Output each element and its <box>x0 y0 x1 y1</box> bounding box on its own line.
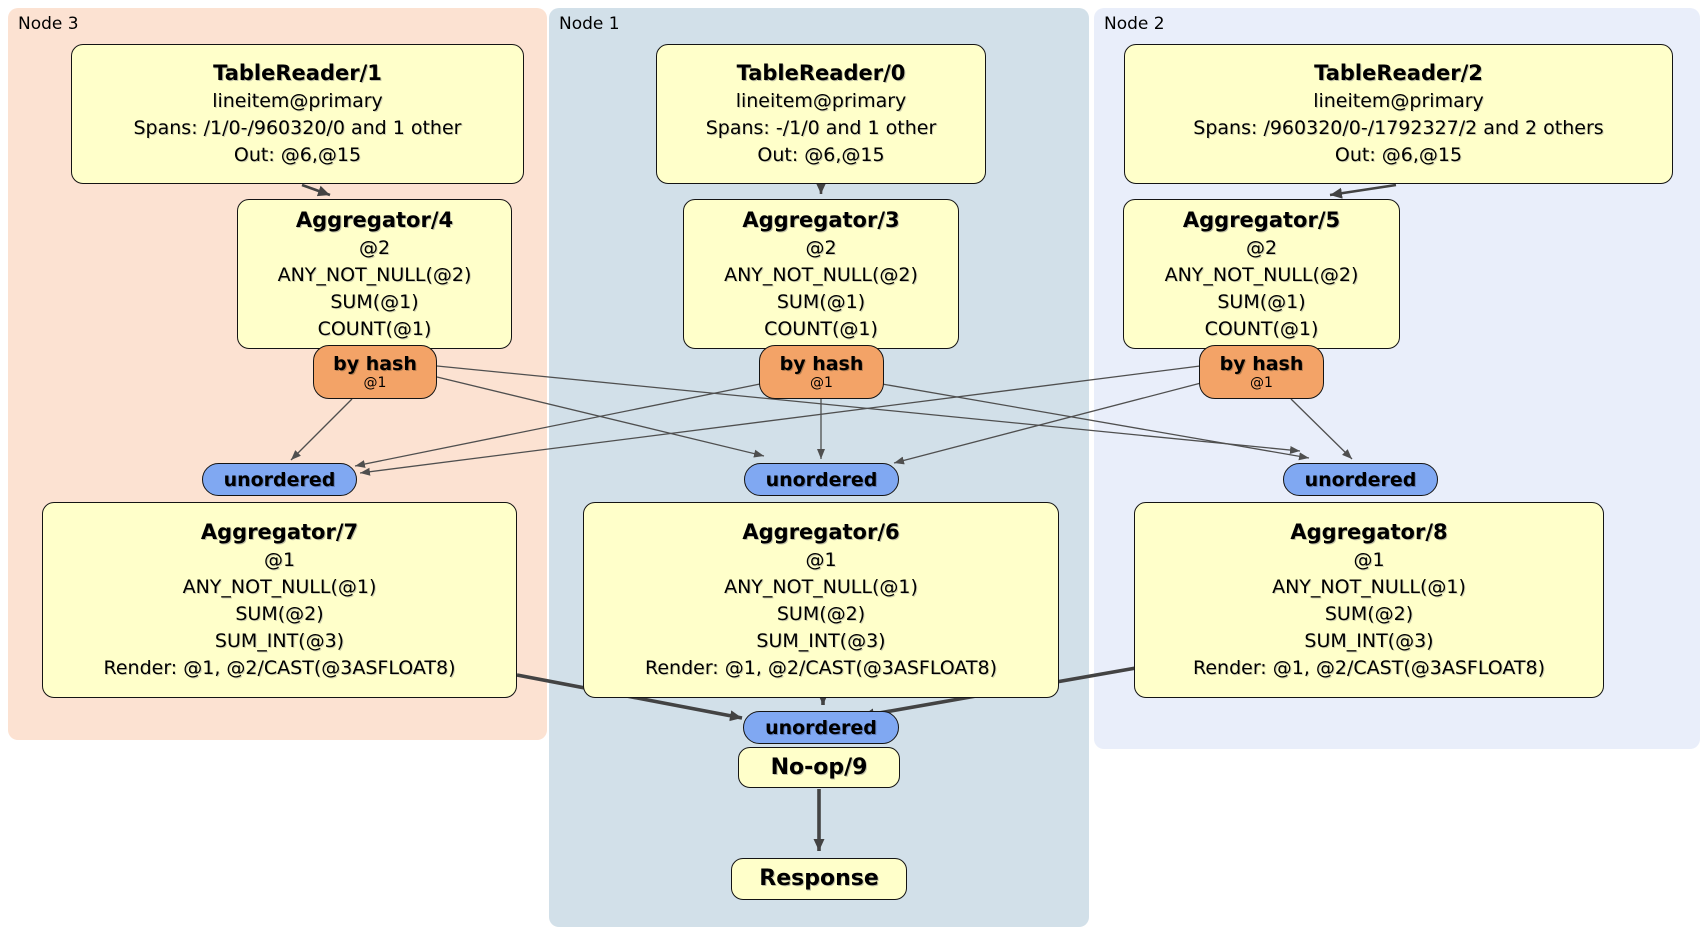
processor-aggregator-4: Aggregator/4 @2 ANY_NOT_NULL(@2) SUM(@1)… <box>237 199 512 349</box>
edge <box>301 183 331 197</box>
processor-detail-line: COUNT(@1) <box>317 317 432 340</box>
processor-detail-line: Out: @6,@15 <box>1334 144 1463 166</box>
sync-unordered-final: unordered <box>743 711 899 744</box>
router-label: by hash <box>779 353 864 375</box>
processor-detail-line: COUNT(@1) <box>1204 317 1319 340</box>
processor-detail-line: SUM(@2) <box>235 603 324 625</box>
processor-detail-line: COUNT(@1) <box>764 317 878 340</box>
processor-title: Aggregator/4 <box>295 207 454 232</box>
processor-detail-line: ANY_NOT_NULL(@1) <box>724 576 918 598</box>
processor-tablereader-0: TableReader/0 lineitem@primary Spans: -/… <box>656 44 986 184</box>
processor-title: TableReader/1 <box>213 61 382 85</box>
processor-aggregator-6: Aggregator/6 @1 ANY_NOT_NULL(@1) SUM(@2)… <box>583 502 1059 698</box>
processor-response: Response <box>731 858 907 900</box>
processor-detail-line: Spans: /1/0-/960320/0 and 1 other <box>133 117 462 139</box>
edge <box>893 382 1202 465</box>
processor-detail-line: Render: @1, @2/CAST(@3ASFLOAT8) <box>103 657 456 679</box>
processor-detail-line: SUM(@2) <box>776 603 866 625</box>
router-label: by hash <box>1219 353 1304 375</box>
processor-aggregator-3: Aggregator/3 @2 ANY_NOT_NULL(@2) SUM(@1)… <box>683 199 959 349</box>
processor-detail-line: lineitem@primary <box>735 90 907 112</box>
processor-title: Aggregator/8 <box>1290 520 1448 544</box>
edge <box>1290 398 1353 460</box>
group-label-node2: Node 2 <box>1104 14 1165 34</box>
processor-title: Aggregator/7 <box>200 520 359 544</box>
processor-detail-line: ANY_NOT_NULL(@2) <box>1164 263 1359 286</box>
edge <box>359 365 1201 476</box>
processor-aggregator-8: Aggregator/8 @1 ANY_NOT_NULL(@1) SUM(@2)… <box>1134 502 1604 698</box>
processor-detail-line: ANY_NOT_NULL(@2) <box>724 263 918 286</box>
processor-detail-line: Spans: /960320/0-/1792327/2 and 2 others <box>1193 117 1604 139</box>
processor-detail-line: SUM_INT(@3) <box>756 630 886 652</box>
processor-detail-line: Out: @6,@15 <box>757 144 885 166</box>
processor-title: Aggregator/6 <box>742 520 900 544</box>
sync-unordered-right: unordered <box>1283 463 1438 496</box>
edge <box>354 383 761 468</box>
processor-detail-line: SUM(@2) <box>1324 603 1414 625</box>
processor-detail-line: ANY_NOT_NULL(@2) <box>277 263 472 286</box>
processor-title: No-op/9 <box>770 754 868 780</box>
router-by-hash-right: by hash @1 <box>1199 345 1324 399</box>
processor-title: Aggregator/3 <box>742 207 900 232</box>
processor-noop-9: No-op/9 <box>738 747 900 788</box>
processor-detail-line: lineitem@primary <box>212 90 383 112</box>
processor-detail-line: Out: @6,@15 <box>233 144 362 166</box>
processor-detail-line: Render: @1, @2/CAST(@3ASFLOAT8) <box>645 657 997 679</box>
processor-detail-line: @1 <box>805 549 837 571</box>
sync-unordered-left: unordered <box>202 463 357 496</box>
processor-title: TableReader/2 <box>1314 61 1483 85</box>
processor-detail-line: SUM(@1) <box>1217 290 1306 313</box>
edge <box>290 398 353 461</box>
processor-detail-line: SUM(@1) <box>776 290 866 313</box>
processor-detail-line: ANY_NOT_NULL(@1) <box>1272 576 1466 598</box>
group-label-node1: Node 1 <box>559 14 620 34</box>
router-hash-key: @1 <box>1250 375 1273 391</box>
processor-detail-line: SUM(@1) <box>330 290 419 313</box>
edge <box>1329 183 1397 199</box>
edge-group-tablereader-to-aggregator <box>301 182 1397 199</box>
processor-detail-line: SUM_INT(@3) <box>214 630 345 652</box>
processor-detail-line: Spans: -/1/0 and 1 other <box>705 117 937 139</box>
processor-aggregator-7: Aggregator/7 @1 ANY_NOT_NULL(@1) SUM(@2)… <box>42 502 517 698</box>
sync-unordered-middle: unordered <box>744 463 899 496</box>
processor-detail-line: lineitem@primary <box>1313 90 1484 112</box>
processor-title: Response <box>759 866 879 891</box>
edge-group-router-to-sync <box>290 365 1353 476</box>
processor-detail-line: @2 <box>1245 236 1278 259</box>
router-hash-key: @1 <box>810 375 833 391</box>
router-by-hash-middle: by hash @1 <box>759 345 884 399</box>
processor-detail-line: @2 <box>805 236 837 259</box>
router-hash-key: @1 <box>363 375 387 391</box>
processor-aggregator-5: Aggregator/5 @2 ANY_NOT_NULL(@2) SUM(@1)… <box>1123 199 1400 349</box>
processor-detail-line: SUM_INT(@3) <box>1304 630 1434 652</box>
processor-title: TableReader/0 <box>736 61 906 85</box>
router-label: by hash <box>333 353 417 375</box>
processor-detail-line: ANY_NOT_NULL(@1) <box>182 576 377 598</box>
router-by-hash-left: by hash @1 <box>313 345 437 399</box>
processor-tablereader-1: TableReader/1 lineitem@primary Spans: /1… <box>71 44 524 184</box>
processor-detail-line: @2 <box>358 236 391 259</box>
processor-title: Aggregator/5 <box>1182 207 1341 232</box>
processor-detail-line: @1 <box>263 549 296 571</box>
processor-detail-line: Render: @1, @2/CAST(@3ASFLOAT8) <box>1193 657 1545 679</box>
processor-detail-line: @1 <box>1353 549 1385 571</box>
processor-tablereader-2: TableReader/2 lineitem@primary Spans: /9… <box>1124 44 1673 184</box>
group-label-node3: Node 3 <box>18 14 79 34</box>
edge <box>881 383 1310 461</box>
